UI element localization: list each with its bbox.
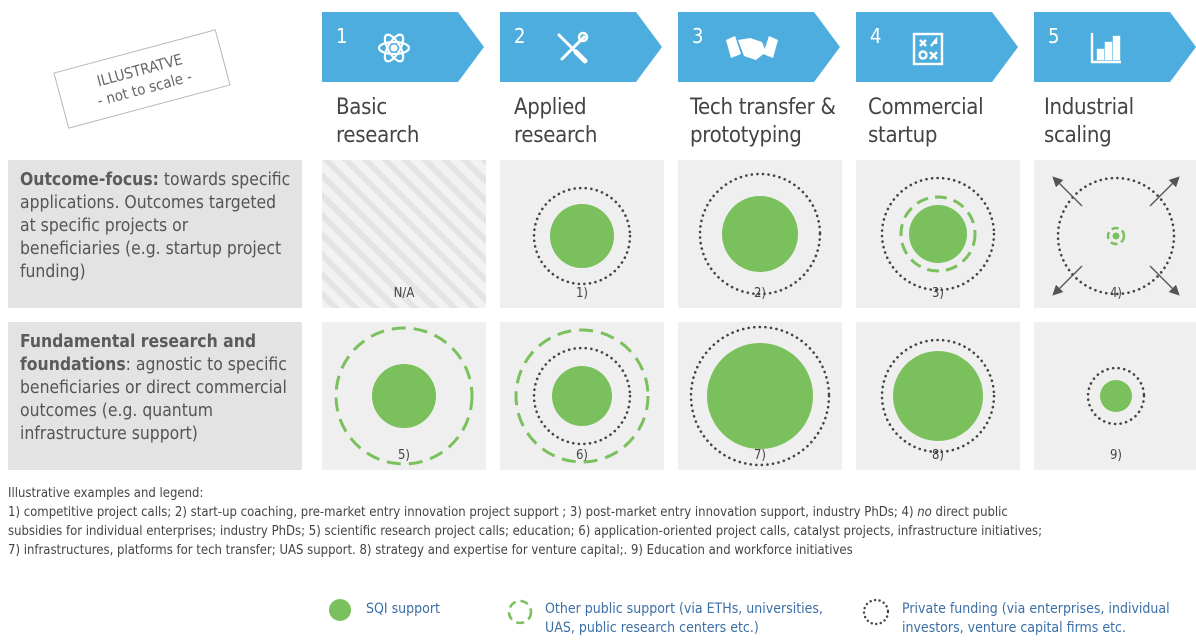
stage-2-number: 2 bbox=[514, 24, 526, 48]
funding-circles bbox=[880, 176, 996, 292]
cell-outcome-stage-2: 1) bbox=[500, 160, 664, 308]
cell-fundamental-stage-1: 5) bbox=[322, 322, 486, 470]
notes-line-3: 7) infrastructures, platforms for tech t… bbox=[8, 543, 853, 558]
illustrative-stamp: ILLUSTRATVE - not to scale - bbox=[53, 29, 231, 129]
chevron-shape bbox=[500, 12, 662, 82]
stage-3-label: Tech transfer &prototyping bbox=[690, 95, 836, 148]
cell-ref: 5) bbox=[397, 448, 410, 463]
row-title: Outcome-focus: bbox=[20, 170, 159, 190]
cell-outcome-stage-4: 3) bbox=[856, 160, 1020, 308]
notes-line-1: 1) competitive project calls; 2) start-u… bbox=[8, 505, 1008, 520]
funding-circles bbox=[689, 325, 831, 467]
row-description: : agnostic to specific beneficiaries or … bbox=[20, 355, 287, 444]
row-label-outcome-focus: Outcome-focus: towards specific applicat… bbox=[8, 160, 302, 308]
legend-public-label: Other public support (via ETHs, universi… bbox=[545, 601, 823, 636]
funding-circles bbox=[514, 328, 650, 464]
stage-4-number: 4 bbox=[870, 24, 882, 48]
cell-ref: 6) bbox=[575, 448, 588, 463]
notes-line-2: subsidies for individual enterprises; in… bbox=[8, 524, 1043, 539]
legend-sqi-swatch bbox=[327, 597, 353, 627]
legend-public-swatch bbox=[505, 597, 535, 631]
stage-4-chevron: 4 bbox=[856, 12, 1020, 82]
cell-fundamental-stage-5: 9) bbox=[1034, 322, 1196, 470]
row-title: Fundamental research and foundations bbox=[20, 332, 257, 375]
stage-5-number: 5 bbox=[1048, 24, 1060, 48]
cell-ref: N/A bbox=[393, 286, 415, 301]
cell-ref: 1) bbox=[575, 286, 588, 301]
cell-outcome-stage-3: 2) bbox=[678, 160, 842, 308]
funding-circles bbox=[1052, 176, 1180, 296]
row-label-fundamental: Fundamental research and foundations: ag… bbox=[8, 322, 302, 470]
cell-ref: 3) bbox=[931, 286, 944, 301]
cell-outcome-stage-5: 4) bbox=[1034, 160, 1196, 308]
cell-outcome-stage-1: N/A bbox=[322, 160, 486, 308]
stage-3-number: 3 bbox=[692, 24, 704, 48]
funding-circles bbox=[532, 186, 632, 286]
legend-private-label: Private funding (via enterprises, indivi… bbox=[902, 601, 1170, 636]
cell-fundamental-stage-2: 6) bbox=[500, 322, 664, 470]
legend-sqi-label: SQI support bbox=[366, 601, 440, 617]
cell-ref: 9) bbox=[1109, 448, 1122, 463]
stage-5-chevron: 5 bbox=[1034, 12, 1196, 82]
stage-1-number: 1 bbox=[336, 24, 348, 48]
cell-fundamental-stage-3: 7) bbox=[678, 322, 842, 470]
hatched-na-pattern bbox=[322, 160, 486, 308]
funding-circles bbox=[1086, 366, 1146, 426]
cell-fundamental-stage-4: 8) bbox=[856, 322, 1020, 470]
funding-circles bbox=[334, 326, 474, 466]
stage-3-chevron: 3 bbox=[678, 12, 842, 82]
legend-private-swatch bbox=[861, 597, 891, 631]
cell-ref: 8) bbox=[931, 448, 944, 463]
funding-circles bbox=[880, 338, 996, 454]
cell-ref: 4) bbox=[1109, 286, 1122, 301]
cell-ref: 2) bbox=[753, 286, 766, 301]
chevron-shape bbox=[856, 12, 1018, 82]
funding-circles bbox=[698, 172, 822, 296]
chevron-shape bbox=[322, 12, 484, 82]
stage-1-chevron: 1 bbox=[322, 12, 486, 82]
row-description: towards specific applications. Outcomes … bbox=[20, 170, 291, 282]
notes-block: Illustrative examples and legend: 1) com… bbox=[8, 484, 1188, 560]
notes-heading: Illustrative examples and legend: bbox=[8, 486, 204, 501]
cell-ref: 7) bbox=[753, 448, 766, 463]
stage-2-chevron: 2 bbox=[500, 12, 664, 82]
